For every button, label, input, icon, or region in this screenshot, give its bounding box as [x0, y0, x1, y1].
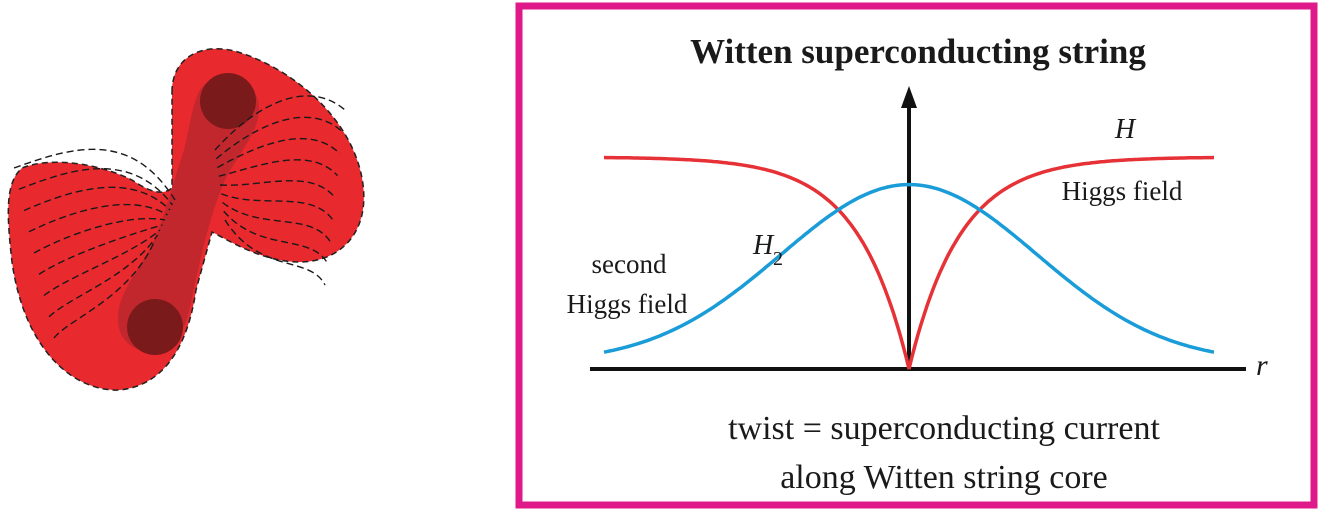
- twist-line: [224, 219, 326, 286]
- label-higgs-field: Higgs field: [1062, 176, 1183, 206]
- twist-line: [220, 193, 334, 220]
- label-H: H: [1114, 114, 1137, 145]
- panel-frame: [515, 2, 1318, 509]
- string-end-top: [200, 73, 256, 129]
- twist-line: [48, 234, 159, 318]
- twist-line: [38, 224, 163, 275]
- label-H2-subscript: 2: [773, 248, 783, 270]
- twist-lines: [13, 95, 346, 339]
- twist-line: [219, 180, 336, 198]
- series-H2-line: [603, 182, 1215, 354]
- string-end-bottom: [127, 299, 183, 355]
- twist-line: [223, 210, 329, 264]
- series-H-line: [603, 155, 1215, 370]
- twist-line: [222, 201, 331, 242]
- label-H2: H: [752, 230, 775, 261]
- twist-line: [215, 116, 343, 160]
- twisted-string-icon: [7, 48, 365, 391]
- panel-title: Witten superconducting string: [690, 32, 1146, 71]
- caption-line-2: along Witten string core: [780, 459, 1108, 496]
- label-second-higgs-field: Higgs field: [567, 289, 688, 319]
- twist-line: [217, 137, 341, 169]
- value-axis-arrow-icon: [901, 86, 917, 108]
- twist-line: [53, 239, 156, 339]
- caption-line-1: twist = superconducting current: [728, 410, 1160, 447]
- axis-label-r: r: [1256, 349, 1268, 382]
- twist-line: [43, 229, 161, 297]
- string-core: [117, 78, 259, 352]
- twist-line: [18, 168, 174, 206]
- twist-line: [218, 159, 339, 177]
- twist-line: [33, 217, 166, 254]
- axes: [590, 86, 1246, 371]
- twist-line: [28, 203, 168, 233]
- twist-line: [23, 186, 171, 212]
- label-second: second: [592, 249, 667, 279]
- twist-line: [214, 95, 346, 151]
- twist-line: [13, 148, 176, 201]
